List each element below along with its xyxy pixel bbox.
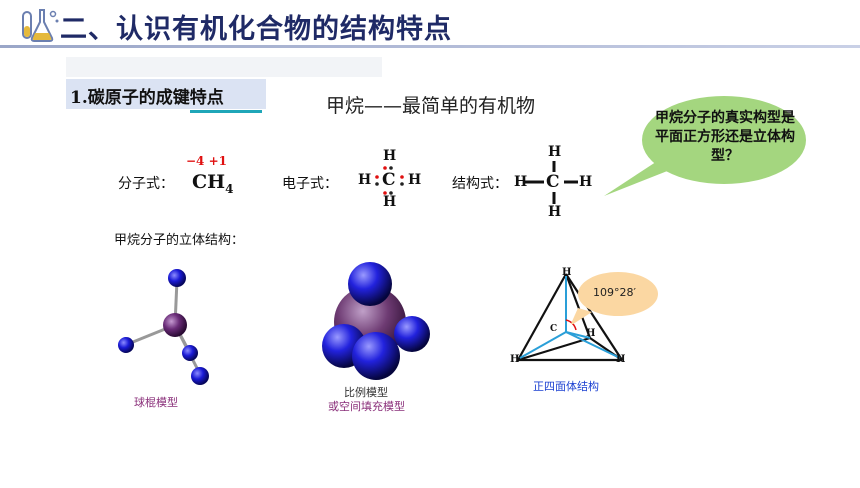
molecular-formula: CH4 [192,171,233,196]
space-fill-caption-1: 比例模型 [344,386,388,399]
electron-h-right: H [408,172,422,188]
electron-h-left: H [358,172,372,188]
electron-h-top: H [383,148,397,164]
subtitle: 甲烷——最简单的有机物 [326,95,536,117]
space-fill-caption-2: 或空间填充模型 [328,400,405,413]
structural-h-top: H [548,144,562,160]
tetrahedron-caption: 正四面体结构 [533,380,599,393]
electron-c: C [382,170,396,190]
section-underline [190,110,262,113]
molecular-formula-label: 分子式： [118,176,174,192]
angle-bubble [566,268,664,326]
electron-h-bottom: H [383,194,397,210]
structural-formula-label: 结构式： [452,176,508,192]
section-label: 1.碳原子的成键特点 [70,88,224,108]
tetra-h-bottom: H [616,354,626,365]
flask-icon [20,6,60,46]
tetra-h-right: H [586,328,596,339]
ball-stick-caption: 球棍模型 [134,396,178,409]
electron-formula-label: 电子式： [282,176,338,192]
tetra-h-left: H [510,354,520,365]
structural-formula: H H C H H [512,142,596,222]
structural-h-bottom: H [548,204,562,220]
structural-h-left: H [514,174,528,190]
tetra-c: C [550,324,558,334]
formula-subscript: 4 [225,181,234,196]
tetrahedron-diagram: H C H H H [506,266,630,370]
electron-formula: H H C H H [352,146,424,214]
bond-angle-label: 109°28′ [593,286,636,299]
space-fill-model-image [310,262,432,384]
structural-c: C [546,172,560,192]
page-title: 二、认识有机化合物的结构特点 [60,14,452,45]
tetra-h-top: H [562,267,572,278]
formula-main: CH [192,171,226,193]
section-label-box: 1.碳原子的成键特点 [66,79,266,109]
callout-text: 甲烷分子的真实构型是平面正方形还是立体构型？ [655,110,795,164]
oxidation-states: −4 +1 [186,154,227,168]
stereo-heading: 甲烷分子的立体结构： [114,233,245,248]
ball-stick-model-image [110,262,220,392]
section-bar [66,57,382,77]
structural-h-right: H [579,174,593,190]
header-divider [0,45,860,48]
